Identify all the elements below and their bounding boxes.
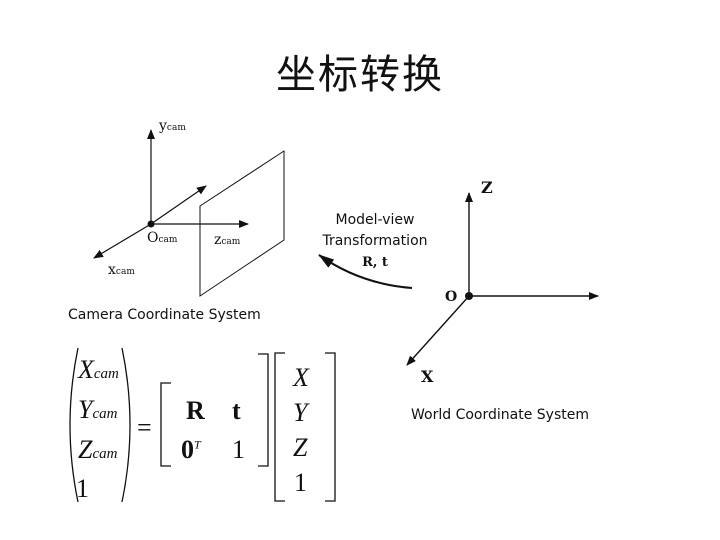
- page-title: 坐标转换: [276, 52, 444, 98]
- transform-label: Model-view Transformation R, t: [300, 210, 450, 273]
- world-caption: World Coordinate System: [411, 407, 589, 423]
- world-x-label: X: [421, 367, 434, 386]
- world-z-label: Z: [481, 178, 493, 197]
- world-frame: [406, 192, 599, 366]
- rhs-left-bracket: [274, 352, 285, 502]
- camera-caption: Camera Coordinate System: [68, 307, 261, 323]
- world-x-axis: [406, 295, 470, 366]
- rhs-entry-4: 1: [294, 468, 307, 497]
- matrix-t: t: [232, 396, 241, 425]
- transform-line-3: R, t: [362, 255, 388, 270]
- matrix-r: R: [186, 396, 205, 425]
- lhs-entry-2: Ycam: [78, 395, 118, 424]
- camera-z-label: zcam: [214, 232, 241, 248]
- lhs-entry-3: Zcam: [78, 435, 118, 464]
- transform-line-2: Transformation: [322, 233, 428, 249]
- image-plane: [199, 150, 285, 297]
- lhs-entry-4: 1: [76, 474, 89, 503]
- lhs-left-bracket: [69, 347, 79, 503]
- camera-ray: [150, 185, 207, 225]
- lhs-right-bracket: [121, 347, 131, 503]
- rhs-entry-2: Y: [293, 398, 308, 427]
- matrix-left-bracket: [160, 382, 171, 467]
- matrix-right-bracket: [258, 353, 269, 467]
- camera-x-label: xcam: [108, 262, 135, 278]
- equation-brackets: [69, 347, 336, 503]
- lhs-entry-1: Xcam: [78, 355, 119, 384]
- transform-arrow: [318, 254, 413, 289]
- camera-y-label: ycam: [159, 118, 186, 134]
- matrix-zero: 0T: [181, 435, 201, 464]
- matrix-one: 1: [232, 435, 245, 464]
- rhs-right-bracket: [325, 352, 336, 502]
- camera-frame: [93, 129, 285, 297]
- transform-line-1: Model-view: [335, 212, 415, 228]
- world-origin-dot: [465, 292, 473, 300]
- world-origin-label: O: [445, 289, 458, 305]
- camera-x-axis: [93, 223, 152, 259]
- rhs-entry-1: X: [293, 363, 309, 392]
- camera-origin-label: Ocam: [147, 230, 178, 246]
- rhs-entry-3: Z: [293, 433, 308, 462]
- camera-origin-dot: [147, 220, 155, 228]
- equals-sign: =: [137, 413, 152, 442]
